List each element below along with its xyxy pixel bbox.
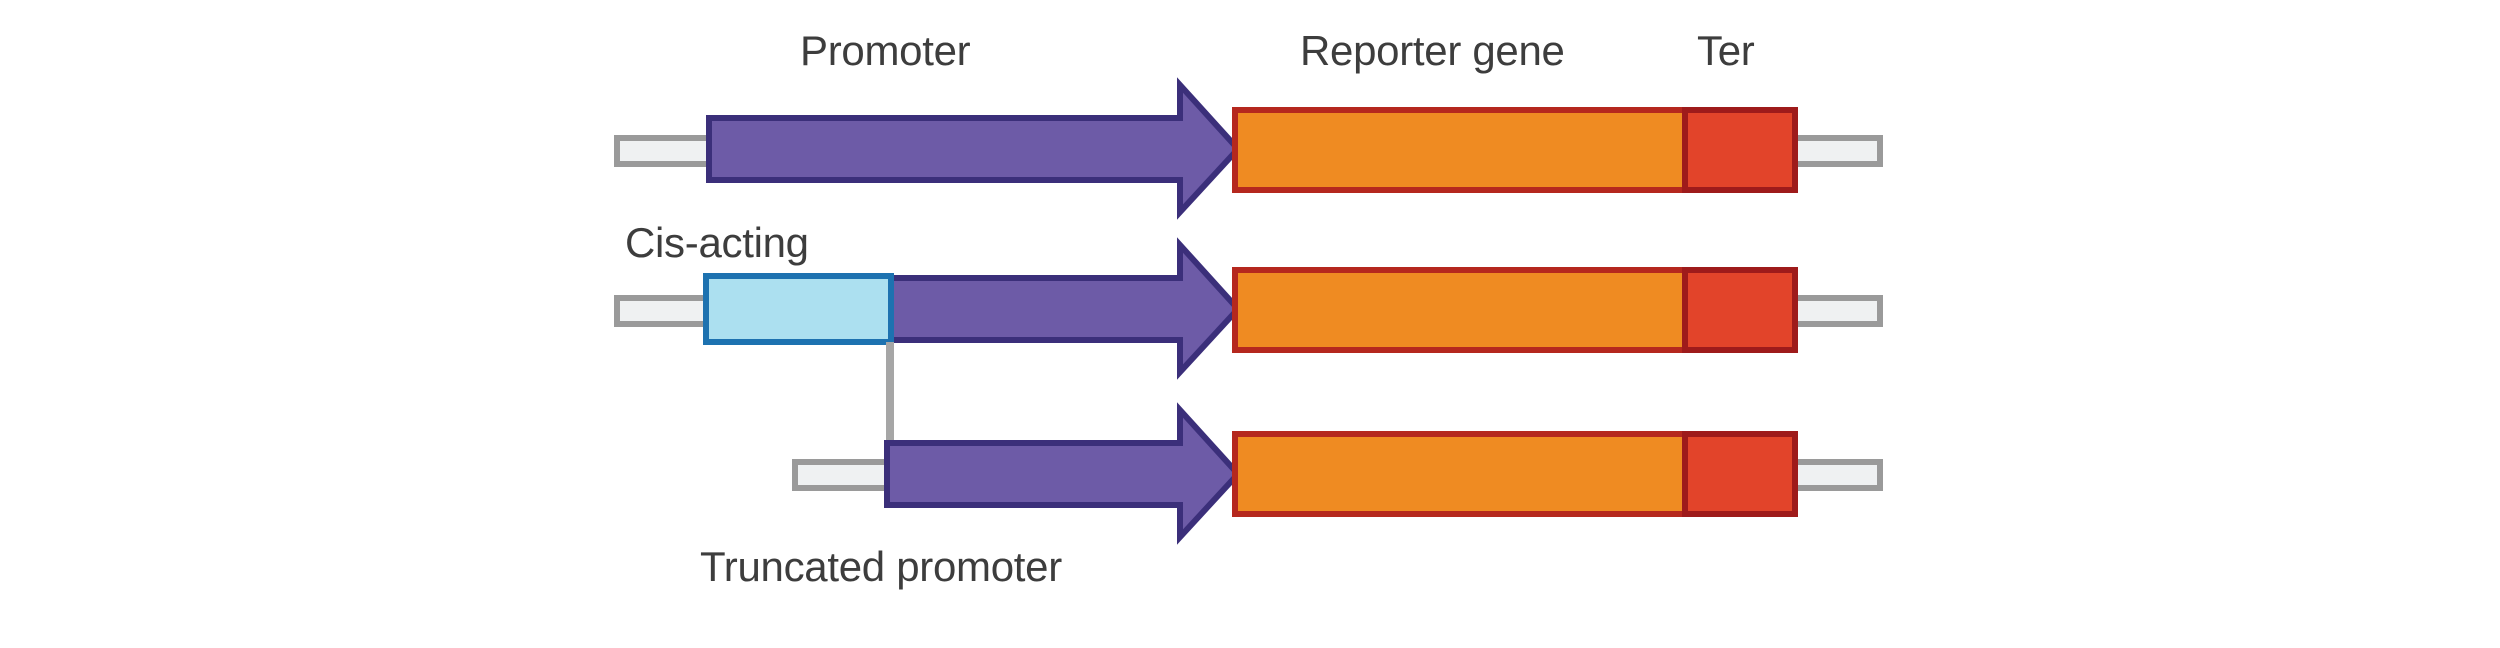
reporter-gene-box-1 [1232, 107, 1688, 193]
promoter-label: Promoter [800, 27, 971, 74]
construct-row-1 [614, 77, 1883, 220]
promoter-arrow-1 [706, 77, 1243, 220]
backbone-right-1 [1787, 135, 1883, 167]
reporter-gene-box-2 [1232, 267, 1688, 353]
cis-acting-label: Cis-acting [625, 219, 809, 266]
construct-row-3 [792, 402, 1883, 545]
backbone-left-1 [614, 135, 715, 167]
reporter-gene-label: Reporter gene [1300, 27, 1565, 74]
terminator-box-1 [1682, 107, 1798, 193]
construct-row-2 [614, 237, 1883, 380]
terminator-box-2 [1682, 267, 1798, 353]
terminator-label: Ter [1697, 27, 1755, 74]
truncated-promoter-label: Truncated promoter [700, 543, 1062, 590]
cis-acting-box [703, 273, 894, 345]
backbone-right-3 [1787, 459, 1883, 491]
backbone-right-2 [1787, 295, 1883, 327]
reporter-gene-box-3 [1232, 431, 1688, 517]
truncated-promoter-arrow [884, 402, 1243, 545]
backbone-left-3 [792, 459, 893, 491]
terminator-box-3 [1682, 431, 1798, 517]
backbone-left-2 [614, 295, 715, 327]
